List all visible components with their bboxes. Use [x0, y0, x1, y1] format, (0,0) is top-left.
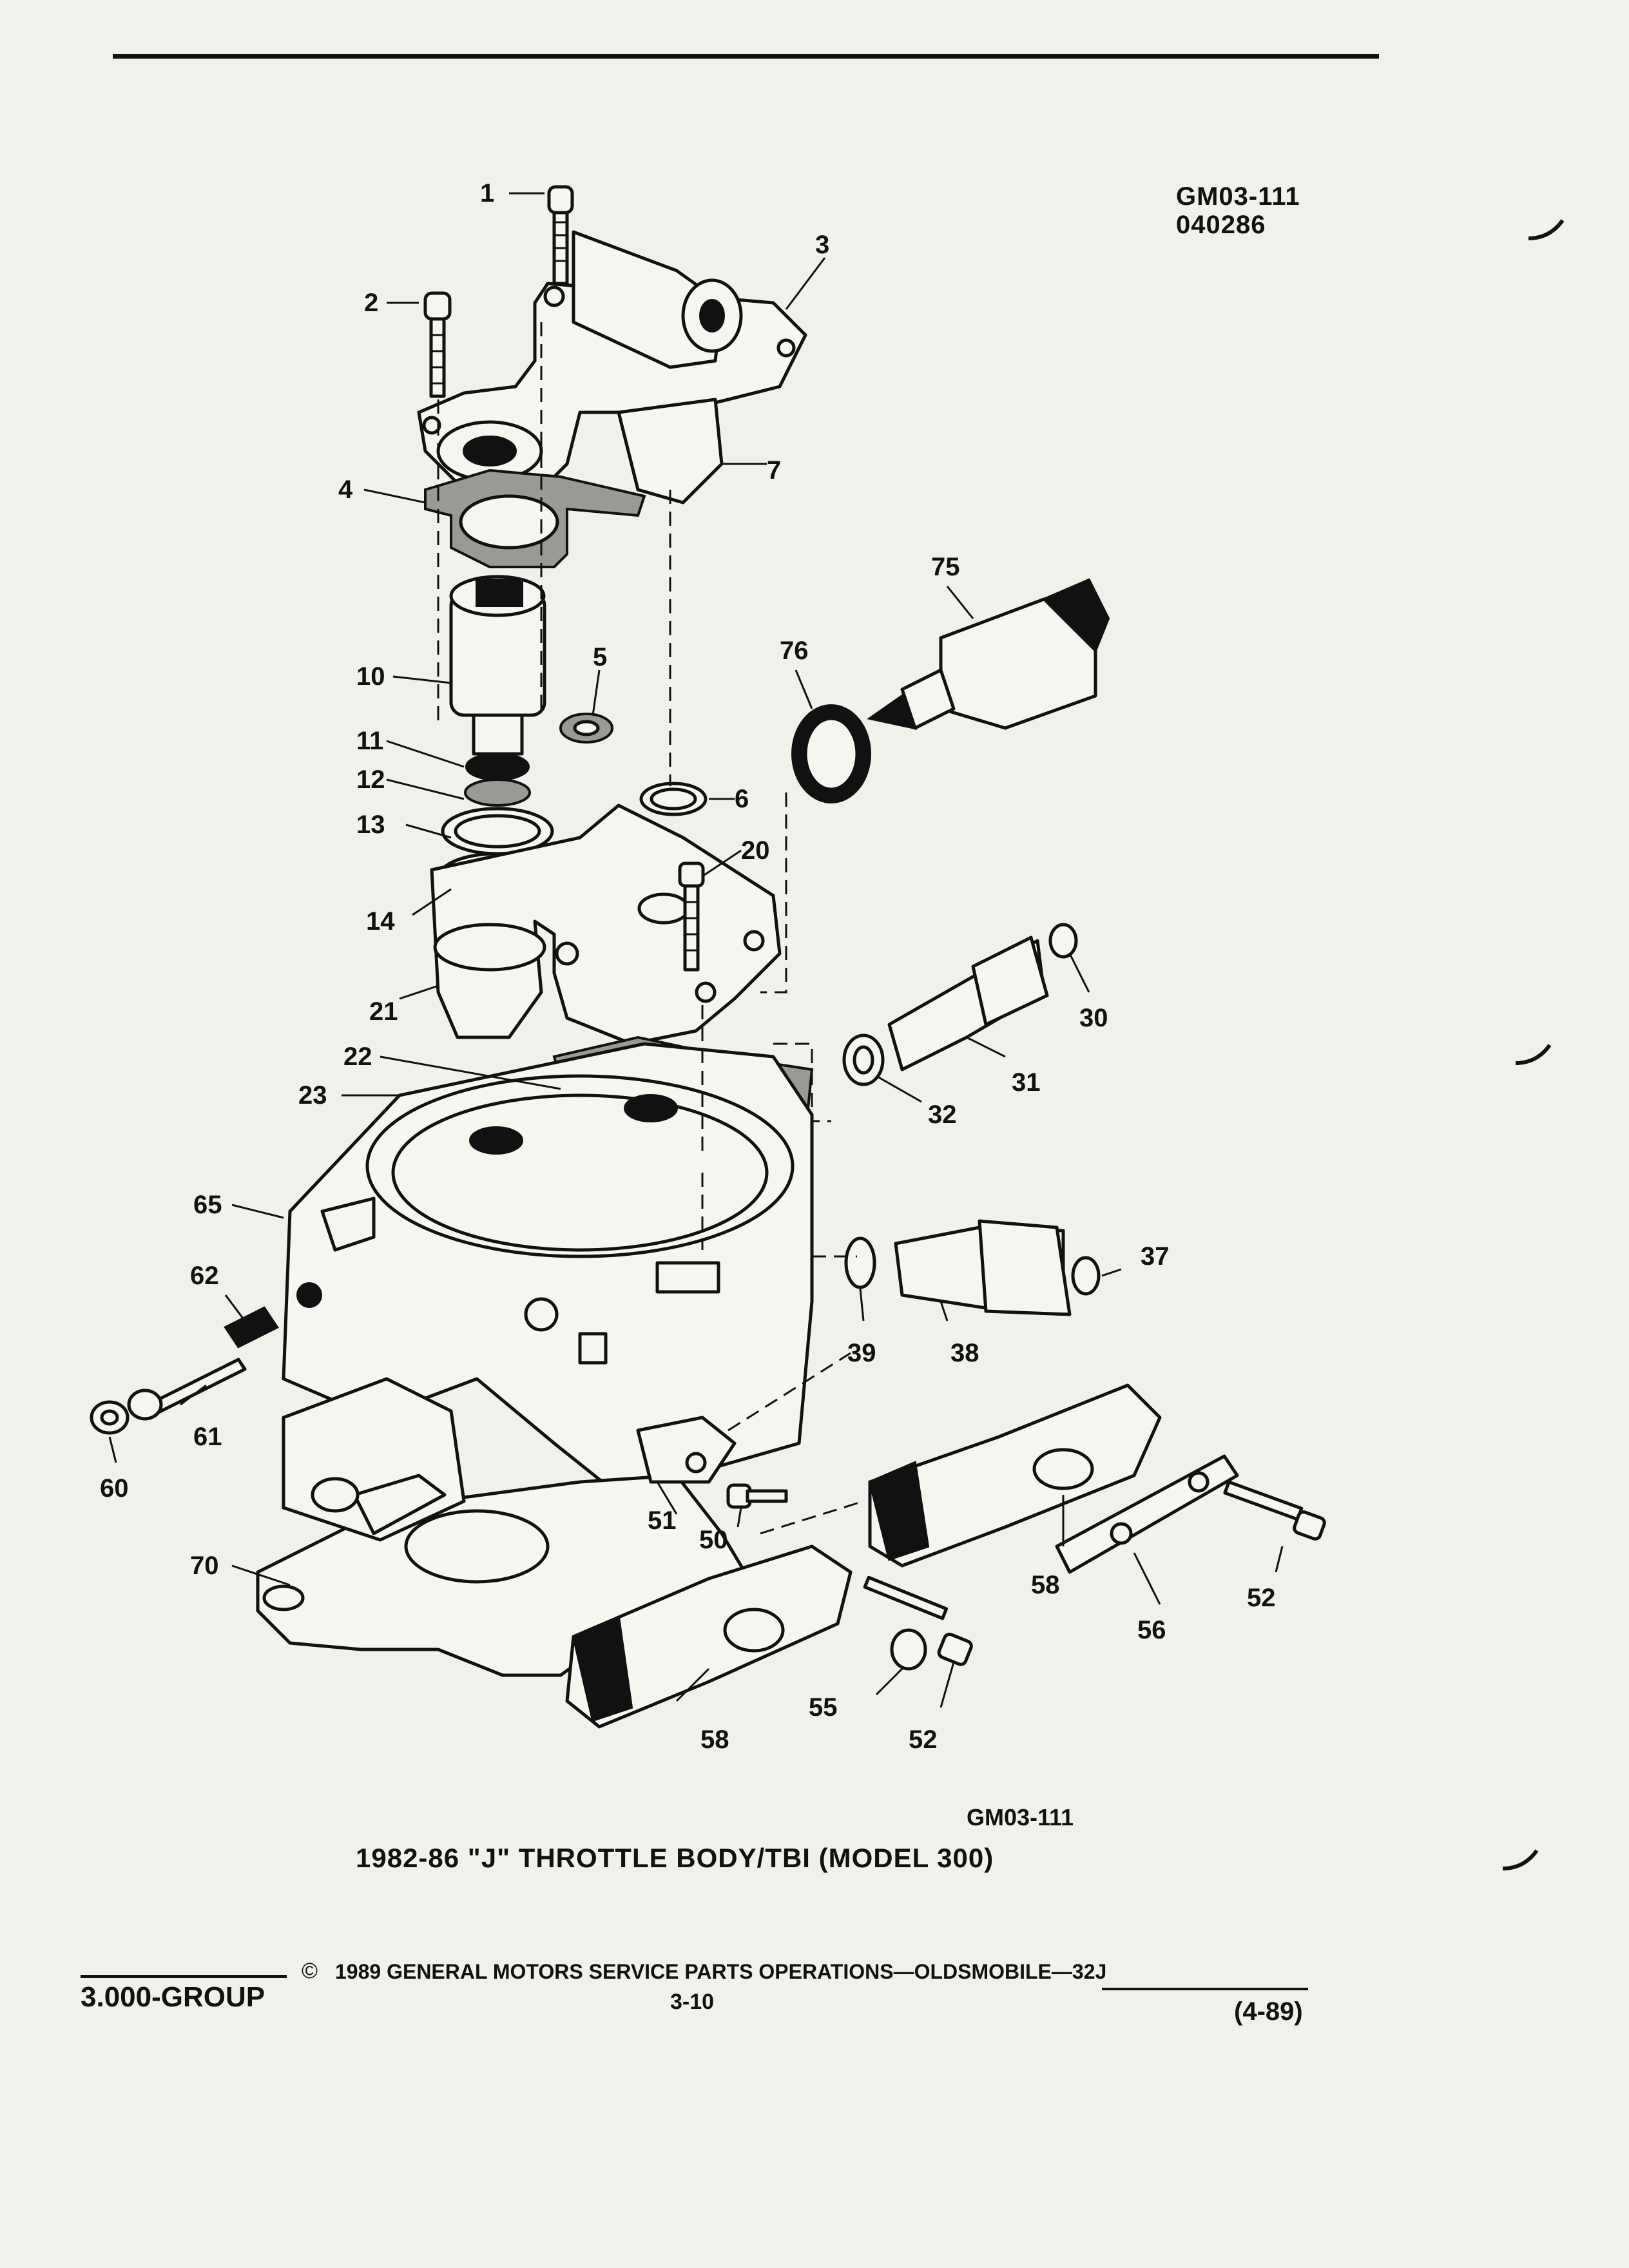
callout-5: 5	[593, 643, 607, 671]
callout-65: 65	[193, 1191, 222, 1219]
callout-4: 4	[338, 476, 353, 504]
callout-3: 3	[815, 231, 829, 259]
tps-screw-lower	[863, 1575, 973, 1666]
callout-56: 56	[1137, 1616, 1166, 1644]
throttle-body	[282, 1042, 814, 1497]
callout-70: 70	[190, 1552, 219, 1580]
fuel-outlet-washer	[844, 1236, 876, 1289]
callout-2: 2	[364, 289, 378, 317]
tps-screw-upper	[1223, 1480, 1326, 1541]
callout-labels: 1 2 3 4 5 6 7 10 11 12 13 14 20 21 22 23…	[100, 179, 1276, 1754]
callout-38: 38	[950, 1339, 979, 1367]
alignment-lines	[437, 322, 864, 1535]
fuel-inlet-nut	[887, 936, 1049, 1072]
callout-52-upper: 52	[1247, 1584, 1276, 1612]
throttle-body-base	[256, 1377, 762, 1677]
fuel-meter-cover	[417, 230, 807, 505]
idle-air-control-valve	[867, 578, 1110, 730]
footer-copyright: 1989 GENERAL MOTORS SERVICE PARTS OPERAT…	[335, 1960, 1107, 1983]
tps-bracket	[1055, 1454, 1239, 1574]
callout-37: 37	[1141, 1242, 1170, 1271]
top-rule	[113, 54, 1379, 59]
header-date-code: 040286	[1176, 211, 1266, 239]
callout-75: 75	[931, 553, 960, 581]
callout-23: 23	[298, 1081, 327, 1110]
callout-12: 12	[356, 765, 385, 794]
callout-50: 50	[699, 1526, 728, 1554]
callout-39: 39	[847, 1339, 876, 1367]
cover-gasket	[424, 468, 646, 568]
throttle-position-sensor-lower	[565, 1544, 853, 1729]
iac-valve-gasket	[791, 704, 871, 803]
header-code: GM03-111	[1176, 182, 1300, 211]
callout-58-lower: 58	[700, 1725, 729, 1754]
callout-1: 1	[480, 179, 494, 207]
figure-title: 1982-86 "J" THROTTLE BODY/TBI (MODEL 300…	[356, 1843, 994, 1873]
callout-14: 14	[366, 907, 395, 936]
callout-32: 32	[928, 1100, 957, 1129]
callout-leaders	[108, 192, 1284, 1708]
binder-mark	[1502, 1849, 1539, 1870]
callout-60: 60	[100, 1474, 129, 1503]
fuel-inlet-o-ring	[1048, 923, 1078, 959]
footer-group: 3.000-GROUP	[81, 1981, 265, 2013]
throttle-lever	[636, 1416, 737, 1484]
callout-22: 22	[343, 1043, 372, 1071]
callout-30: 30	[1079, 1004, 1108, 1032]
figure-code: GM03-111	[967, 1804, 1074, 1831]
callout-62: 62	[190, 1262, 219, 1290]
idle-screw-washer	[90, 1400, 130, 1435]
callout-51: 51	[648, 1506, 677, 1535]
callout-55: 55	[809, 1693, 838, 1722]
pressure-regulator-gasket	[559, 713, 613, 744]
cover-screw-2	[423, 291, 452, 398]
callout-6: 6	[735, 785, 749, 813]
footer-page-number: 3-10	[670, 1990, 715, 2014]
fuel-inlet-washer	[842, 1033, 885, 1086]
body-screw	[678, 861, 705, 972]
callout-76: 76	[780, 637, 809, 665]
callout-13: 13	[356, 811, 385, 839]
callout-31: 31	[1012, 1068, 1041, 1097]
cover-screw-1	[547, 185, 574, 285]
callout-11: 11	[356, 727, 383, 755]
exploded-diagram: 1 2 3 4 5 6 7 10 11 12 13 14 20 21 22 23…	[90, 179, 1326, 1754]
o-ring	[639, 782, 708, 816]
callout-61: 61	[193, 1423, 222, 1451]
callout-10: 10	[356, 662, 385, 691]
footer-rule-right	[1102, 1988, 1308, 1990]
footer-revision: (4-89)	[1234, 1997, 1303, 2026]
binder-mark	[1515, 1044, 1552, 1065]
idle-stop-screw	[127, 1306, 279, 1421]
tps-washer	[890, 1628, 927, 1671]
fuel-outlet-nut	[894, 1219, 1072, 1316]
callout-21: 21	[369, 997, 398, 1026]
callout-58-upper: 58	[1031, 1571, 1060, 1599]
lever-screw	[726, 1483, 788, 1509]
binder-mark	[1528, 219, 1565, 240]
fuel-outlet-o-ring	[1071, 1256, 1101, 1296]
callout-20: 20	[741, 836, 770, 865]
callout-52-lower: 52	[909, 1725, 938, 1754]
footer-rule-left	[81, 1975, 287, 1978]
callout-7: 7	[767, 456, 781, 485]
throttle-position-sensor-upper	[868, 1383, 1162, 1568]
footer-copyright-symbol: ©	[302, 1959, 318, 1983]
